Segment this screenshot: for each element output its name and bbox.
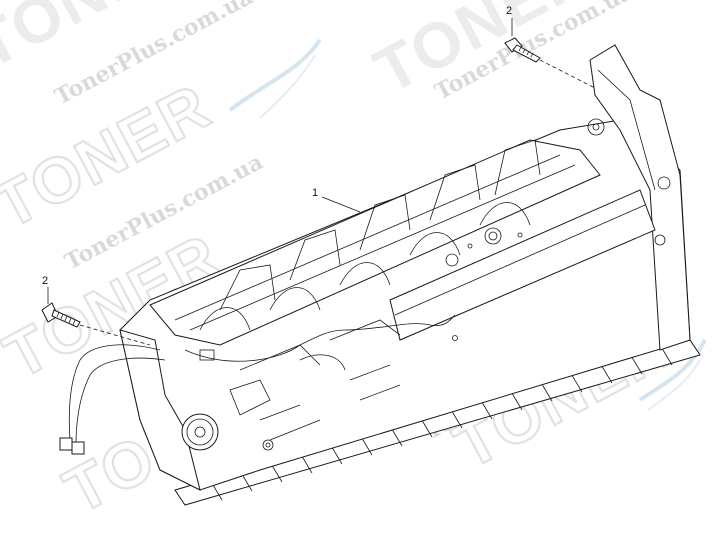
callout-screw-top: 2 — [506, 5, 513, 17]
leader-line-fuser — [321, 196, 361, 213]
watermark-logo: TONER — [0, 69, 222, 242]
screw-left — [41, 302, 151, 346]
fuser-assembly-drawing — [59, 44, 701, 506]
callout-screw-left: 2 — [42, 275, 49, 287]
callout-fuser-assembly: 1 — [312, 187, 319, 199]
screw-top — [504, 37, 596, 89]
